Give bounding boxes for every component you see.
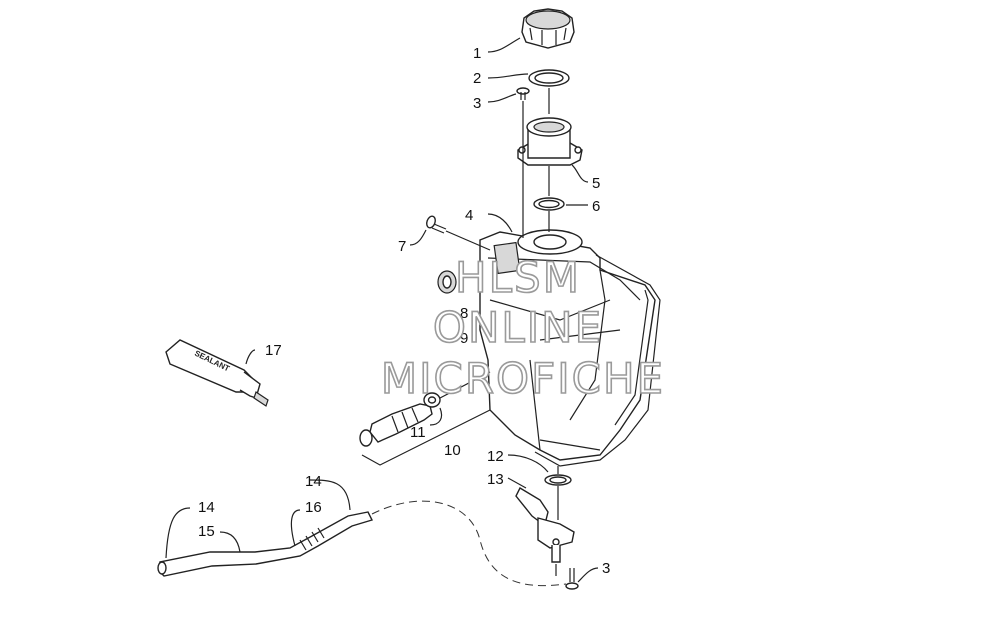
fuel-tank [479, 231, 661, 467]
screw-top [516, 87, 530, 100]
neck-gasket [533, 197, 565, 211]
fuel-outlet-fitting [515, 487, 575, 563]
callout-5: 5 [592, 175, 600, 192]
watermark-line-3: MICROFICHE [381, 354, 665, 403]
valve-nut [423, 392, 441, 408]
watermark-line-1: HLSM [455, 253, 581, 302]
callouts: 1 2 3 4 5 6 7 8 9 17 11 10 12 13 14 14 1… [198, 45, 610, 577]
callout-6: 6 [592, 198, 600, 215]
callout-1: 1 [473, 45, 481, 62]
outlet-o-ring [544, 474, 572, 486]
callout-4: 4 [465, 207, 473, 224]
tank-neck-mount [517, 229, 583, 255]
callout-15: 15 [198, 523, 215, 540]
watermark-line-2: ONLINE [433, 303, 603, 352]
callout-13: 13 [487, 471, 504, 488]
sealant-tube: SEALANT [165, 339, 269, 407]
callout-12: 12 [487, 448, 504, 465]
fuel-hose [157, 500, 567, 587]
cap-gasket [528, 69, 570, 87]
callout-16: 16 [305, 499, 322, 516]
callout-11: 11 [410, 424, 426, 441]
callout-17: 17 [265, 342, 282, 359]
callout-8: 8 [460, 305, 468, 322]
screw-bottom [565, 568, 579, 590]
watermark: HLSM ONLINE MICROFICHE [380, 252, 665, 404]
grommet [437, 270, 457, 294]
callout-3-bottom: 3 [602, 560, 610, 577]
callout-14-right: 14 [305, 473, 322, 490]
callout-10: 10 [444, 442, 461, 459]
callout-3-top: 3 [473, 95, 481, 112]
leader-lines [165, 37, 599, 583]
callout-9: 9 [460, 330, 468, 347]
screw-side [426, 215, 491, 251]
callout-14-left: 14 [198, 499, 215, 516]
fuel-cap [521, 8, 575, 49]
callout-2: 2 [473, 70, 481, 87]
fuel-valve [359, 403, 433, 447]
filler-neck [517, 117, 583, 166]
callout-7: 7 [398, 238, 406, 255]
